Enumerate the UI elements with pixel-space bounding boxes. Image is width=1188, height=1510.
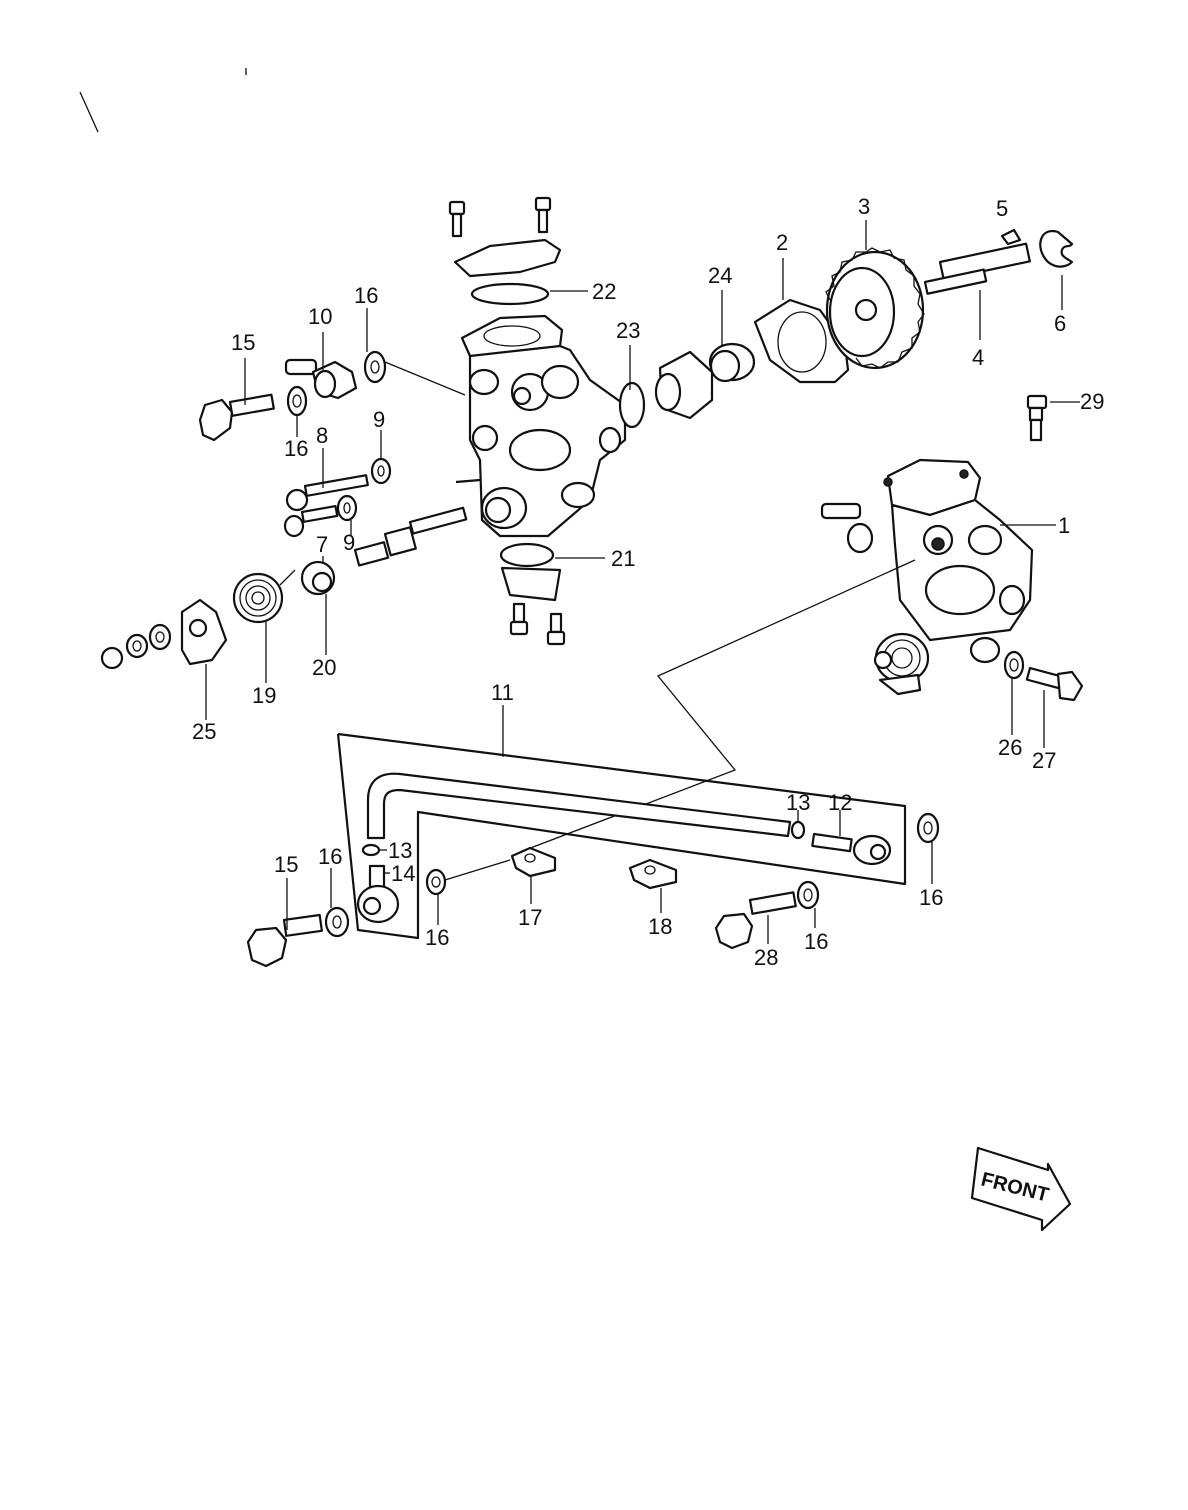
callout-7: 7 bbox=[316, 532, 328, 557]
callout-9a: 9 bbox=[373, 407, 385, 432]
pump-body-assembly bbox=[448, 196, 627, 538]
callout-13a: 13 bbox=[786, 790, 810, 815]
bolt-27 bbox=[1025, 666, 1084, 702]
washer-9-b bbox=[336, 494, 358, 522]
washer-16-upper-a bbox=[286, 385, 308, 417]
callout-4: 4 bbox=[972, 345, 984, 370]
callout-16b: 16 bbox=[284, 436, 308, 461]
washer-16-lower-left bbox=[324, 906, 350, 938]
key-5 bbox=[1000, 228, 1022, 246]
callout-29: 29 bbox=[1080, 389, 1104, 414]
control-shaft bbox=[353, 506, 468, 567]
spring-19 bbox=[232, 569, 296, 624]
callout-13b: 13 bbox=[388, 838, 412, 863]
callout-16f: 16 bbox=[919, 885, 943, 910]
callout-15b: 15 bbox=[274, 852, 298, 877]
callout-25: 25 bbox=[192, 719, 216, 744]
bushing bbox=[654, 350, 714, 420]
bolt-28 bbox=[714, 891, 797, 950]
callout-11: 11 bbox=[491, 680, 514, 705]
callout-8: 8 bbox=[316, 423, 328, 448]
spring-lever bbox=[873, 632, 930, 696]
callout-2: 2 bbox=[776, 230, 788, 255]
callout-16c: 16 bbox=[318, 844, 342, 869]
washer-16-lower-right bbox=[796, 880, 820, 910]
cover-screw bbox=[448, 200, 466, 238]
clip-6 bbox=[1039, 229, 1074, 268]
clamp-13-left bbox=[361, 843, 381, 857]
shaft-4 bbox=[923, 242, 1031, 295]
elbow-screw bbox=[509, 602, 529, 636]
callout-21: 21 bbox=[611, 546, 635, 571]
clamp-18 bbox=[628, 858, 678, 890]
callout-28: 28 bbox=[754, 945, 778, 970]
washer-9-a bbox=[370, 457, 392, 485]
seal-24 bbox=[708, 342, 756, 383]
o-ring-21 bbox=[499, 542, 555, 568]
callout-16a: 16 bbox=[354, 283, 378, 308]
banjo-12 bbox=[811, 832, 892, 866]
bottom-elbow-assembly bbox=[499, 542, 566, 646]
inlet-nipple bbox=[820, 502, 874, 554]
clamp-17 bbox=[510, 846, 557, 878]
callout-12: 12 bbox=[828, 790, 852, 815]
washer-16-lower-mid bbox=[425, 868, 447, 896]
screw-29 bbox=[1026, 394, 1048, 442]
bolt-15-lower bbox=[246, 913, 323, 968]
cover-screw bbox=[534, 196, 552, 234]
callout-15a: 15 bbox=[231, 330, 255, 355]
callout-16d: 16 bbox=[425, 925, 449, 950]
callout-9b: 9 bbox=[343, 530, 355, 555]
callout-5: 5 bbox=[996, 196, 1008, 221]
callout-24: 24 bbox=[708, 263, 732, 288]
callout-27: 27 bbox=[1032, 748, 1056, 773]
screw-8 bbox=[285, 474, 369, 512]
callout-18: 18 bbox=[648, 914, 672, 939]
o-ring-23 bbox=[618, 381, 646, 429]
gear-3 bbox=[825, 247, 925, 370]
cap-20 bbox=[300, 560, 336, 596]
callout-3: 3 bbox=[858, 194, 870, 219]
scan-marks bbox=[79, 68, 247, 133]
front-direction-arrow: FRONT bbox=[970, 1146, 1072, 1232]
nipple-10 bbox=[284, 358, 358, 400]
screw-8-lower bbox=[283, 504, 339, 538]
callout-23: 23 bbox=[616, 318, 640, 343]
callout-labels: 1 2 3 4 5 6 7 8 9 9 10 11 12 13 13 14 15… bbox=[192, 194, 1104, 970]
callout-6: 6 bbox=[1054, 311, 1066, 336]
callout-22: 22 bbox=[592, 279, 616, 304]
callout-26: 26 bbox=[998, 735, 1022, 760]
callout-10: 10 bbox=[308, 304, 332, 329]
callout-17: 17 bbox=[518, 905, 542, 930]
clamp-13-right bbox=[790, 820, 806, 840]
banjo-14 bbox=[356, 864, 400, 924]
leader-lines bbox=[205, 220, 1080, 944]
o-ring-22 bbox=[470, 282, 550, 306]
hose-group-frame bbox=[336, 732, 907, 940]
callout-16e: 16 bbox=[804, 929, 828, 954]
washer-26 bbox=[1003, 650, 1025, 680]
callout-1: 1 bbox=[1058, 513, 1070, 538]
elbow-screw bbox=[546, 612, 566, 646]
lever-25-stack bbox=[100, 598, 228, 670]
top-cover-plate bbox=[453, 238, 562, 278]
bolt-15-upper bbox=[198, 393, 275, 442]
gasket-2 bbox=[753, 298, 850, 384]
callout-20: 20 bbox=[312, 655, 336, 680]
pump-assembly-view bbox=[820, 458, 1034, 696]
callout-19: 19 bbox=[252, 683, 276, 708]
callout-14: 14 bbox=[391, 861, 415, 886]
washer-16-upper-b bbox=[363, 350, 387, 384]
hose-11 bbox=[366, 772, 792, 840]
washer-16-right bbox=[916, 812, 940, 844]
